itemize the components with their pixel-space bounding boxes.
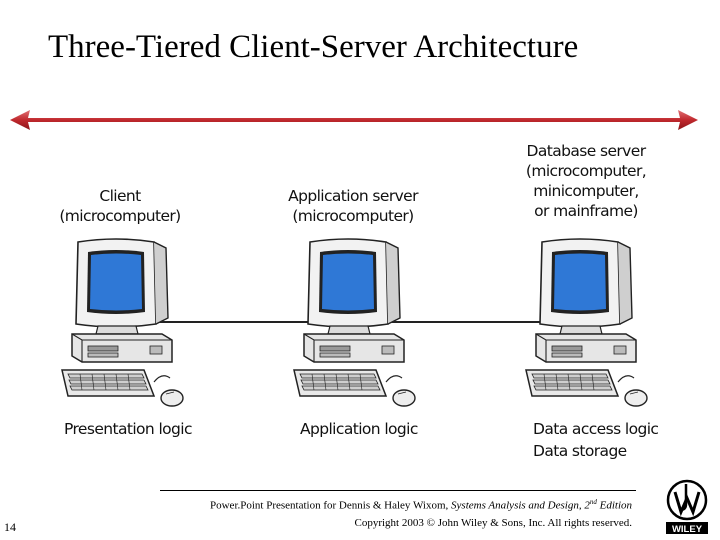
- footer-line-2: Copyright 2003 © John Wiley & Sons, Inc.…: [354, 516, 633, 529]
- label-line: (microcomputer): [292, 207, 414, 225]
- application-server-computer-icon: [293, 238, 416, 407]
- footer-rule: [160, 490, 636, 491]
- label-line: Application server: [288, 187, 418, 205]
- label-line: minicomputer,: [533, 182, 639, 200]
- label-line: or mainframe): [534, 202, 638, 220]
- label-line: (microcomputer): [59, 207, 181, 225]
- client-label: Client (microcomputer): [55, 186, 185, 226]
- logic-line: Application logic: [300, 420, 418, 438]
- presentation-logic-label: Presentation logic: [64, 418, 193, 440]
- label-line: Client: [99, 187, 141, 205]
- footer-line-1: Power.Point Presentation for Dennis & Ha…: [210, 498, 632, 512]
- application-server-label: Application server (microcomputer): [282, 186, 424, 226]
- label-line: Database server: [526, 142, 647, 160]
- database-server-computer-icon: [525, 238, 648, 407]
- footer-citation: Power.Point Presentation for Dennis & Ha…: [160, 494, 632, 532]
- wiley-logo: WILEY: [666, 479, 708, 535]
- page-number: 14: [4, 520, 16, 534]
- logic-line: Data access logic: [533, 420, 659, 438]
- label-line: (microcomputer,: [525, 162, 647, 180]
- svg-text:WILEY: WILEY: [672, 524, 703, 535]
- logic-line: Data storage: [533, 442, 627, 460]
- slide-title: Three-Tiered Client-Server Architecture: [48, 29, 579, 65]
- database-server-label: Database server (microcomputer, minicomput…: [516, 141, 656, 221]
- client-computer-icon: [61, 238, 184, 407]
- title-divider-arrow: [10, 110, 698, 130]
- application-logic-label: Application logic: [300, 418, 418, 440]
- logic-line: Presentation logic: [64, 420, 193, 438]
